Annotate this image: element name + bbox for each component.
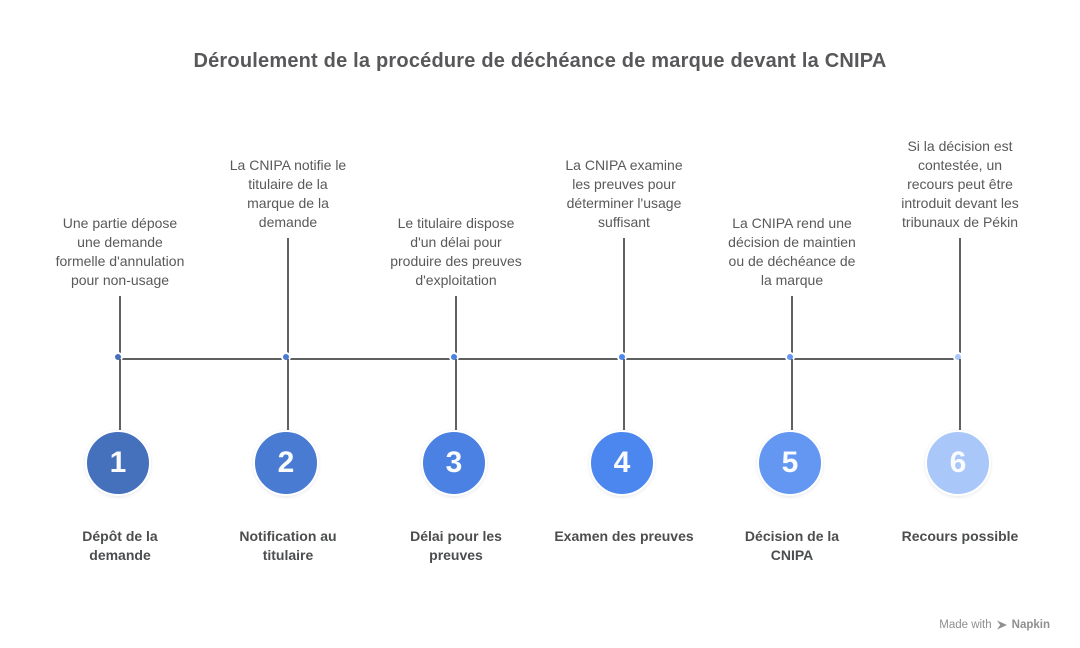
step-number: 2 [277,446,295,479]
timeline-dot [280,351,291,362]
timeline-dot [784,351,795,362]
timeline-dot [448,351,459,362]
connector-line-down [623,359,625,430]
step-description: Si la décision est contestée, un recours… [901,138,1019,230]
step-number: 3 [445,446,463,479]
step-label: Recours possible [901,528,1019,544]
pen-nib-icon [996,620,1007,630]
napkin-brand-text: Napkin [1011,619,1050,631]
step-number-circle: 3 [421,430,487,496]
step-number: 1 [109,446,127,479]
timeline-dot [616,351,627,362]
step-label: Examen des preuves [554,528,694,544]
made-with-napkin-credit: Made with Napkin [939,619,1050,631]
step-label: Dépôt de la demande [82,528,158,563]
step-description: La CNIPA notifie le titulaire de la marq… [229,157,347,230]
step-number: 5 [781,446,799,479]
step-description: La CNIPA examine les preuves pour déterm… [565,157,683,230]
page-title: Déroulement de la procédure de déchéance… [193,50,887,72]
timeline-step-4: La CNIPA examine les preuves pour déterm… [540,0,708,648]
made-with-text: Made with [939,619,992,631]
connector-line-down [455,359,457,430]
step-number-circle: 4 [589,430,655,496]
timeline-step-3: Le titulaire dispose d'un délai pour pro… [372,0,540,648]
timeline-step-1: Une partie dépose une demande formelle d… [36,0,204,648]
connector-line-up [455,296,457,358]
connector-line-up [287,238,289,358]
connector-line-up [623,238,625,358]
step-number-circle: 5 [757,430,823,496]
connector-line-down [287,359,289,430]
step-number: 6 [949,446,967,479]
timeline-step-2: La CNIPA notifie le titulaire de la marq… [204,0,372,648]
step-label: Délai pour les preuves [410,528,502,563]
connector-line-down [959,359,961,430]
connector-line-up [959,238,961,358]
timeline-dot [112,351,123,362]
timeline-step-5: La CNIPA rend une décision de maintien o… [708,0,876,648]
step-label: Décision de la CNIPA [744,528,840,563]
step-number: 4 [613,446,631,479]
connector-line-down [791,359,793,430]
timeline-dot [952,351,963,362]
step-number-circle: 6 [925,430,991,496]
step-number-circle: 1 [85,430,151,496]
step-description: Le titulaire dispose d'un délai pour pro… [390,215,522,288]
step-description: Une partie dépose une demande formelle d… [55,215,185,288]
connector-line-up [791,296,793,358]
connector-line-down [119,359,121,430]
step-description: La CNIPA rend une décision de maintien o… [728,215,856,288]
timeline-axis [120,358,960,360]
step-label: Notification au titulaire [239,528,337,563]
connector-line-up [119,296,121,358]
step-number-circle: 2 [253,430,319,496]
timeline-step-6: Si la décision est contestée, un recours… [876,0,1044,648]
